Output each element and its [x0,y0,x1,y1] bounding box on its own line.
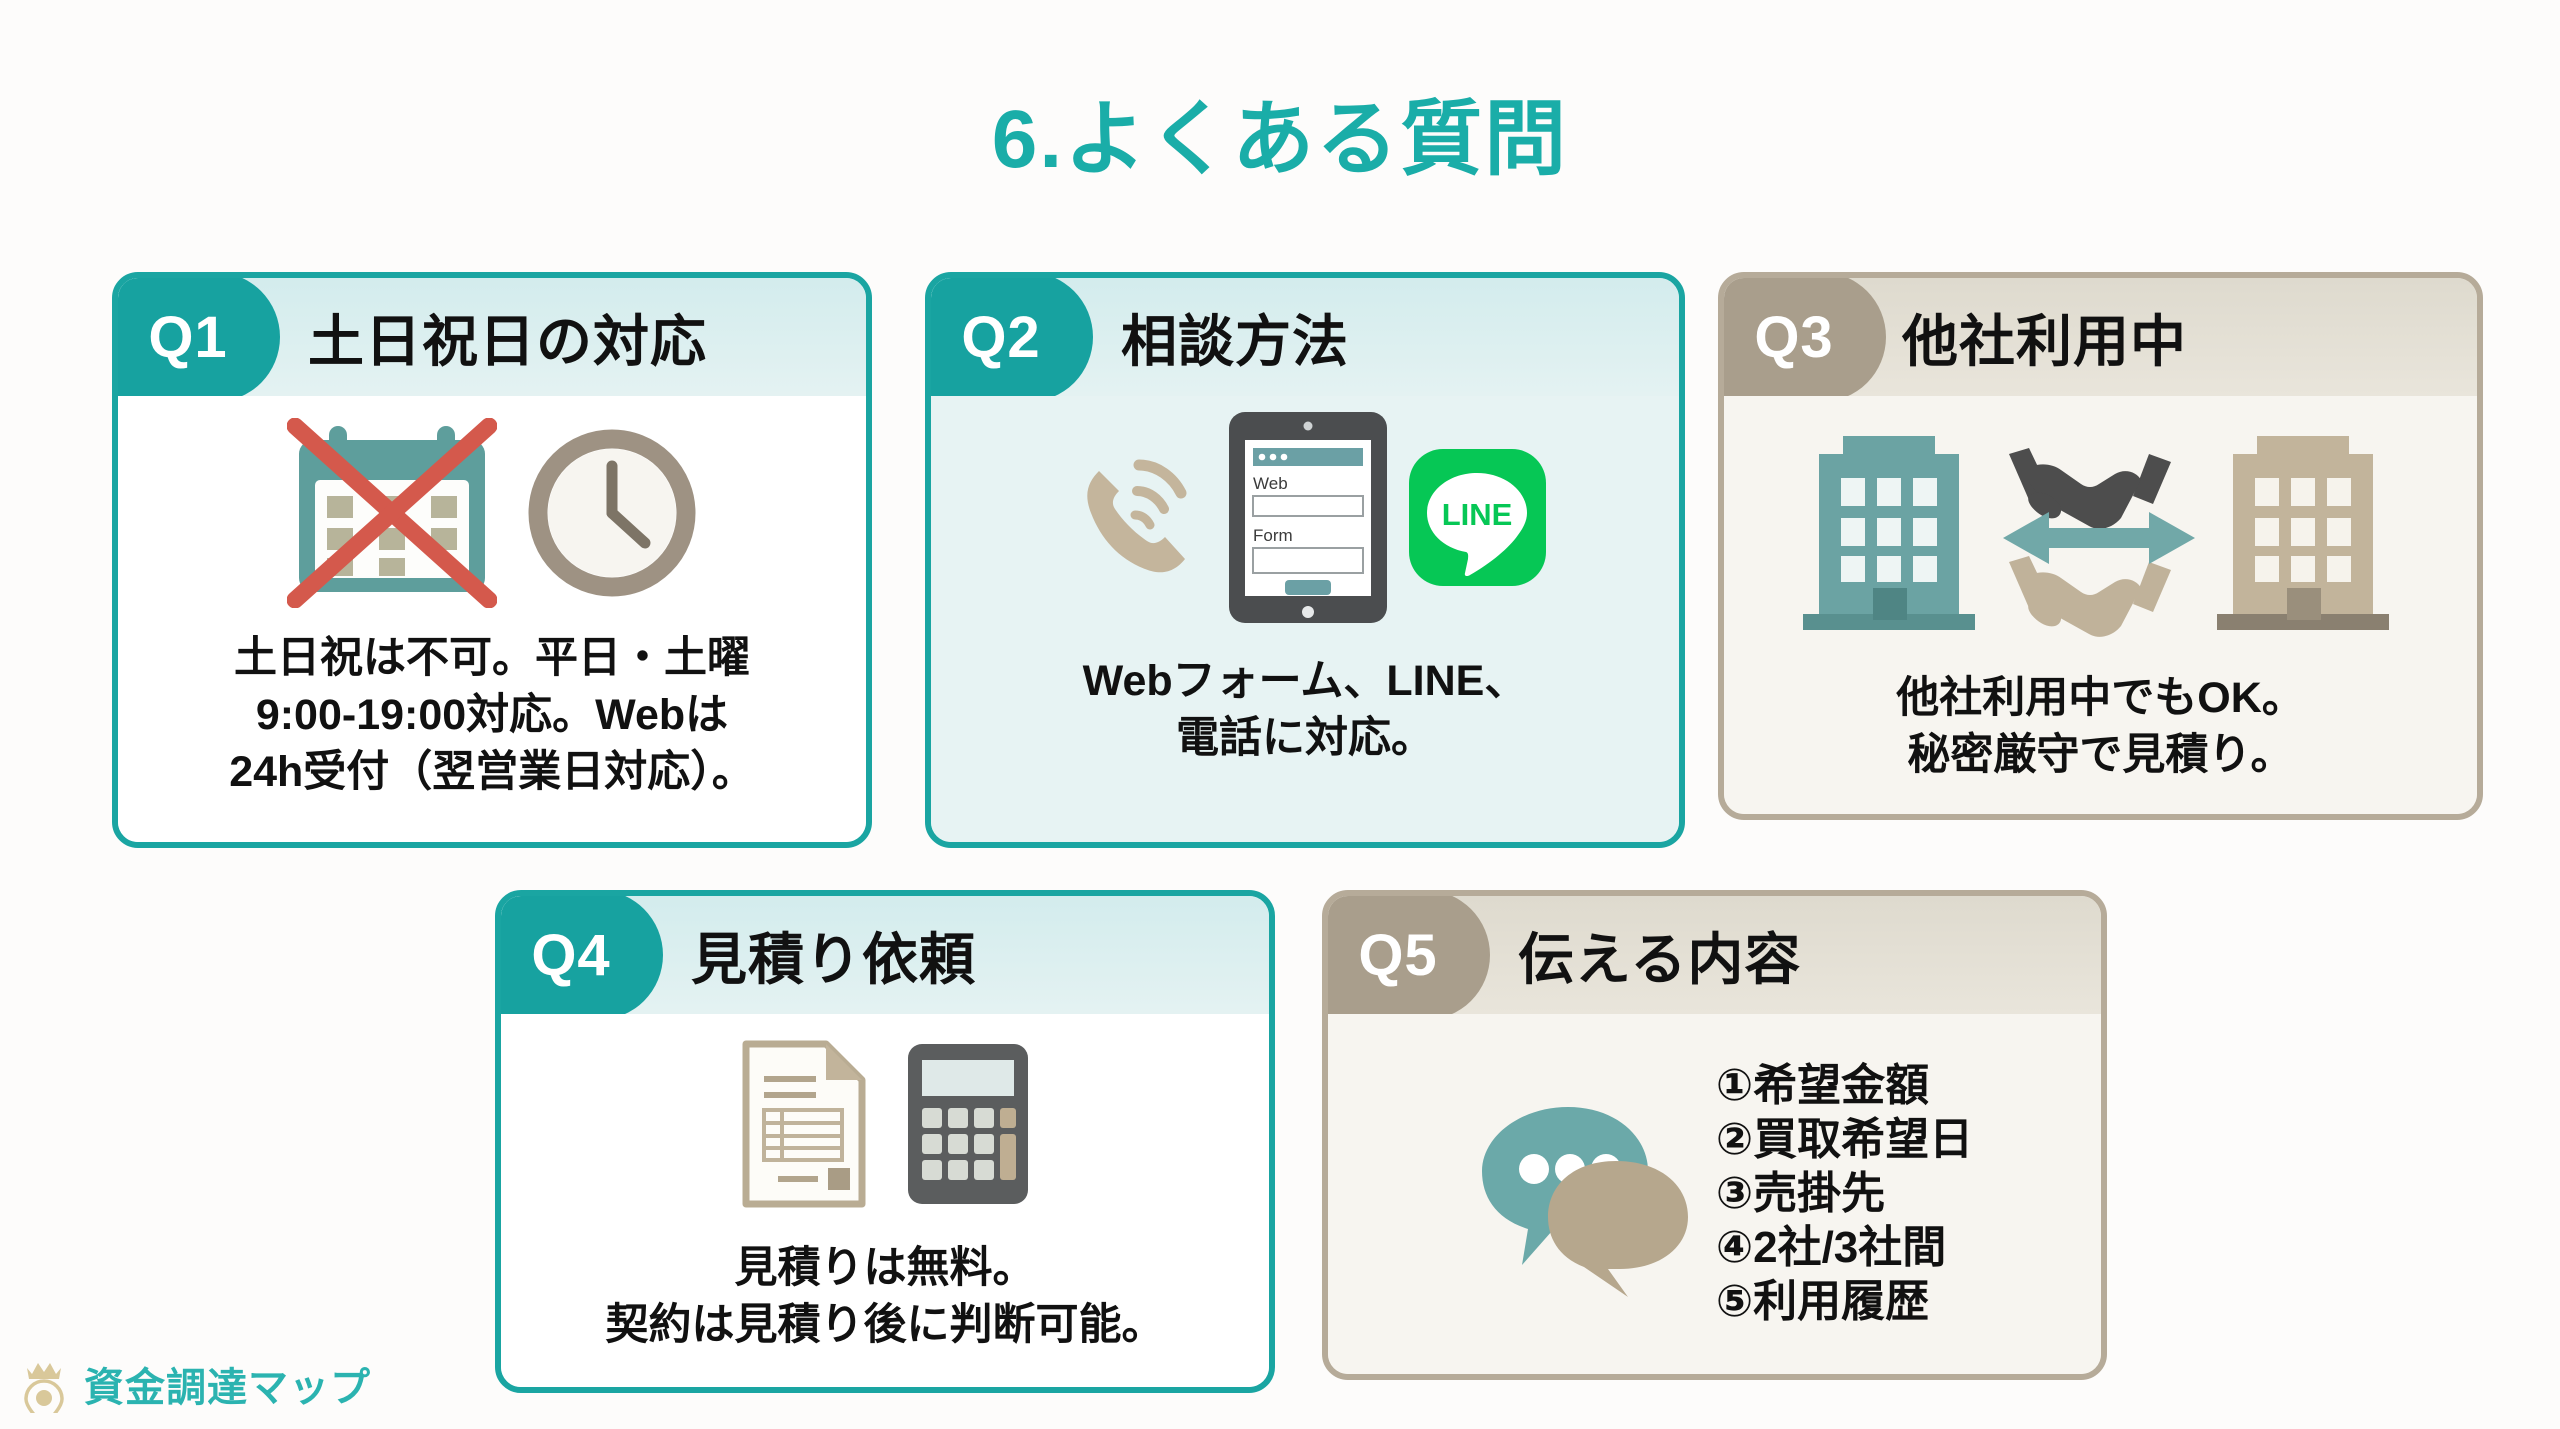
question-badge-q5: Q5 [1328,896,1490,1020]
card-header-q3: Q3 他社利用中 [1724,278,2477,402]
card-title-q2: 相談方法 [1121,309,1349,373]
icon-row-q3 [1724,416,2477,646]
building-teal-icon [1802,436,1975,630]
question-badge-q1: Q1 [118,278,280,402]
tablet-field1-label: Web [1253,474,1288,493]
handshake-dark-icon [2008,448,2171,529]
question-badge-q2: Q2 [931,278,1093,402]
brand-logo-text: 資金調達マップ [84,1366,371,1410]
card-header-q5: Q5 伝える内容 [1328,896,2101,1020]
phone-ringing-icon [1061,443,1211,593]
card-header-q2: Q2 相談方法 [931,278,1679,402]
card-header-q4: Q4 見積り依頼 [501,896,1269,1020]
faq-card-q1: Q1 土日祝日の対応 [112,272,872,848]
companies-partnership-illustration [1802,436,2389,637]
list-item: ④2社/3社間 [1715,1223,1947,1273]
card-header-q1: Q1 土日祝日の対応 [118,278,866,402]
faq-card-q5: Q5 伝える内容 ①希望金額 ②買取希望日 ③売掛先 ④2社/3社間 ⑤利用履歴 [1322,890,2107,1380]
tablet-field2-label: Form [1253,526,1293,545]
faq-card-q3: Q3 他社利用中 [1718,272,2483,820]
list-item: ②買取希望日 [1715,1114,1974,1164]
calendar-crossed-out-icon [287,418,497,608]
card-body-q2: Web Form LINE We [931,396,1679,842]
icon-row-q2: Web Form LINE [931,410,1679,625]
card-title-q5: 伝える内容 [1518,927,1802,991]
card-body-q3: 他社利用中でもOK。 秘密厳守で見積り。 [1724,396,2477,814]
icon-row-q4 [501,1038,1269,1210]
card-text-q2: Webフォーム、LINE、 電話に対応。 [1082,657,1528,762]
clock-icon [527,428,697,598]
card-text-q4: 見積りは無料。 契約は見積り後に判断可能。 [605,1244,1165,1349]
card-title-q1: 土日祝日の対応 [308,309,707,373]
faq-card-q4: Q4 見積り依頼 [495,890,1275,1393]
handshake-taupe-icon [2008,556,2171,637]
card-body-q4: 見積りは無料。 契約は見積り後に判断可能。 [501,1014,1269,1387]
brand-logo: 資金調達マップ [18,1355,371,1413]
card-body-q5: ①希望金額 ②買取希望日 ③売掛先 ④2社/3社間 ⑤利用履歴 [1328,1014,2101,1374]
double-arrow-icon [2002,512,2195,564]
icon-row-q1 [118,418,866,608]
question-badge-q3: Q3 [1724,278,1886,402]
card-title-q3: 他社利用中 [1902,309,2187,373]
list-item: ③売掛先 [1715,1168,1886,1218]
question-badge-q4: Q4 [501,896,663,1020]
card-text-q3: 他社利用中でもOK。 秘密厳守で見積り。 [1896,674,2305,779]
line-app-icon: LINE [1405,445,1550,590]
crown-pin-icon [18,1355,70,1413]
card-text-q1: 土日祝は不可。平日・土曜 9:00-19:00対応。Webは 24h受付（翌営業… [229,634,755,796]
faq-card-q2: Q2 相談方法 [925,272,1685,848]
page-title: 6.よくある質問 [991,94,1569,185]
card-body-q1: 土日祝は不可。平日・土曜 9:00-19:00対応。Webは 24h受付（翌営業… [118,396,866,842]
line-logo-text: LINE [1441,497,1512,532]
card-title-q4: 見積り依頼 [691,927,976,991]
calculator-icon [904,1040,1032,1208]
invoice-document-icon [738,1038,870,1210]
building-taupe-icon [2216,436,2389,630]
tablet-web-form-icon: Web Form [1223,410,1393,625]
speech-bubbles-icon [1448,1079,1698,1309]
list-item: ⑤利用履歴 [1715,1277,1930,1327]
list-item: ①希望金額 [1715,1060,1930,1110]
q5-item-list: ①希望金額 ②買取希望日 ③売掛先 ④2社/3社間 ⑤利用履歴 [1716,1061,1973,1328]
